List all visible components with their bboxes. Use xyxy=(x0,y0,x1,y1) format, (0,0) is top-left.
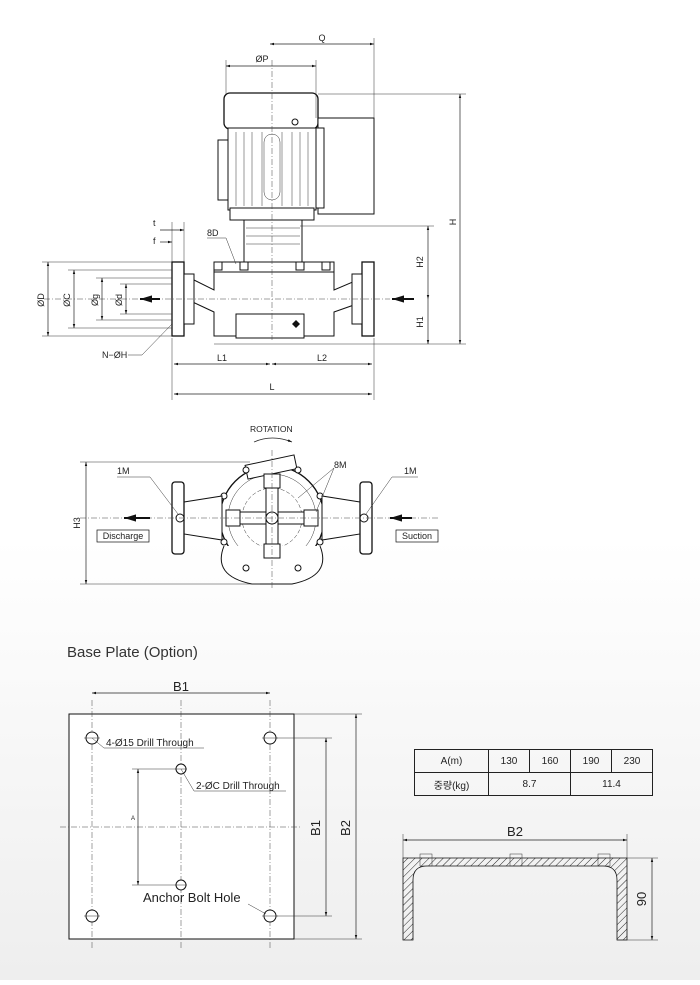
base-plate-section: B2 90 xyxy=(402,824,658,941)
dim-8d: 8D xyxy=(207,228,219,238)
cell-weight-1: 8.7 xyxy=(488,772,571,796)
suction-label: Suction xyxy=(402,531,432,541)
channel-section xyxy=(402,857,628,941)
dim-d-inner: Ød xyxy=(114,294,124,306)
motor-screw xyxy=(291,118,299,126)
dim-t: t xyxy=(153,218,156,228)
dim-p: ØP xyxy=(255,54,268,64)
table-row: 중량(kg) 8.7 11.4 xyxy=(414,772,653,796)
front-view: Q ØP H H2 H1 t f 8D ØD ØC Øg Ød xyxy=(36,33,466,400)
dim-a: A xyxy=(131,816,135,822)
row-weight-label: 중량(kg) xyxy=(414,772,489,796)
dim-h: H xyxy=(448,219,458,226)
dim-f: f xyxy=(153,236,156,246)
dim-g: Øg xyxy=(90,294,100,306)
anchor-bolt-label: Anchor Bolt Hole xyxy=(143,890,241,905)
cell-a-1: 130 xyxy=(488,749,530,773)
dim-holes: N−ØH xyxy=(102,350,127,360)
dim-b1-top: B1 xyxy=(173,679,189,694)
dim-l: L xyxy=(269,382,274,392)
cell-weight-2: 11.4 xyxy=(570,772,653,796)
spec-table: A(m) 130 160 190 230 중량(kg) 8.7 11.4 xyxy=(414,749,653,796)
coupling-bracket xyxy=(243,219,303,263)
top-view: ROTATION 1M 1M 8M xyxy=(72,424,440,590)
row-a-label: A(m) xyxy=(414,749,489,773)
bolt-8m-label: 8M xyxy=(334,460,347,470)
port-right-label: 1M xyxy=(404,466,417,476)
base-plate-view: B1 B1 B2 A 4-Ø15 Drill Through 2-ØC Dril… xyxy=(60,679,362,950)
dim-l2: L2 xyxy=(317,353,327,363)
dim-b2-side: B2 xyxy=(338,820,353,836)
dim-h1: H1 xyxy=(415,316,425,328)
terminal-box xyxy=(317,117,375,215)
dim-d-outer: ØD xyxy=(36,293,46,307)
port-left-label: 1M xyxy=(117,466,130,476)
discharge-label: Discharge xyxy=(103,531,144,541)
rotation-label: ROTATION xyxy=(250,424,293,434)
dim-h2: H2 xyxy=(415,256,425,268)
cell-a-2: 160 xyxy=(529,749,571,773)
dim-b2-section: B2 xyxy=(507,824,523,839)
cell-a-3: 190 xyxy=(570,749,612,773)
cell-a-4: 230 xyxy=(611,749,653,773)
dim-h3: H3 xyxy=(72,517,82,529)
dim-90: 90 xyxy=(634,892,649,906)
dim-l1: L1 xyxy=(217,353,227,363)
base-plate-title: Base Plate (Option) xyxy=(67,644,198,661)
motor-cover xyxy=(223,92,319,130)
table-row: A(m) 130 160 190 230 xyxy=(414,749,653,773)
dim-b1-side: B1 xyxy=(308,820,323,836)
dim-q: Q xyxy=(318,33,325,43)
drill-four-label: 4-Ø15 Drill Through xyxy=(106,738,194,749)
drill-two-label: 2-ØC Drill Through xyxy=(196,781,280,792)
dim-c: ØC xyxy=(62,293,72,307)
base-plate xyxy=(68,713,295,940)
